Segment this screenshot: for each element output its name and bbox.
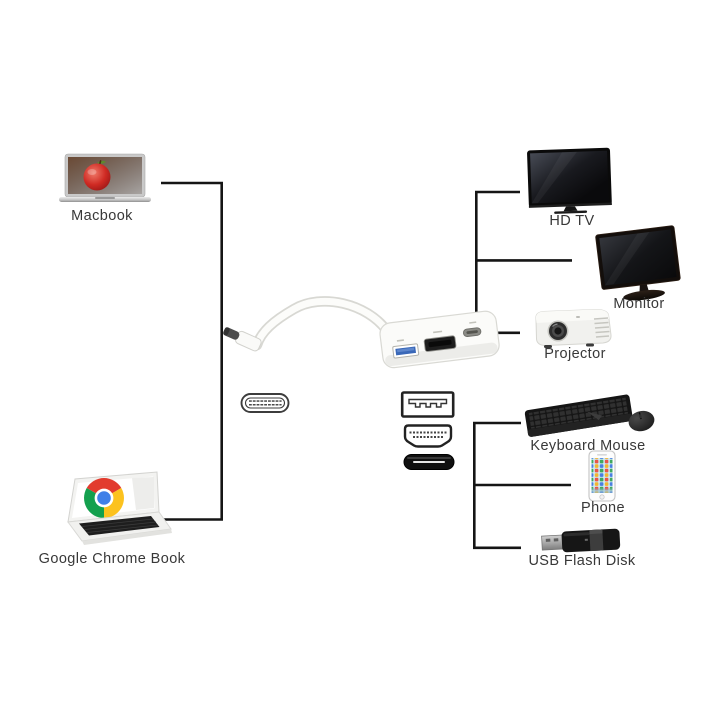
phone-label: Phone <box>581 500 625 516</box>
usb-c-adapter-image <box>215 295 515 380</box>
projector-image <box>524 304 616 352</box>
macbook-image <box>57 150 153 208</box>
hdtv-label: HD TV <box>549 213 595 229</box>
keyboard-mouse-label: Keyboard Mouse <box>530 438 646 454</box>
usb-flash-disk-label: USB Flash Disk <box>528 553 636 569</box>
macbook-label: Macbook <box>71 208 133 224</box>
lower-right-bracket-line <box>473 421 521 550</box>
hdtv-image <box>523 146 617 218</box>
keyboard-mouse-image <box>522 387 658 443</box>
chromebook-image <box>52 466 174 550</box>
adapter-usb-c-port <box>462 327 482 337</box>
usb-c-connector-icon <box>240 392 290 414</box>
usb-c-plug-image <box>223 327 262 352</box>
monitor-label: Monitor <box>613 296 665 312</box>
hdmi-port-icon <box>399 422 457 452</box>
adapter-hdmi-port <box>423 335 457 352</box>
usb-a-port-icon <box>400 390 456 420</box>
projector-label: Projector <box>544 346 606 362</box>
monitor-image <box>593 222 685 304</box>
adapter-usb-a-port <box>392 343 420 359</box>
usb-c-plug-icon <box>402 452 456 472</box>
usb-flash-disk-image <box>538 521 626 561</box>
chromebook-label: Google Chrome Book <box>38 551 186 567</box>
phone-image <box>584 450 620 504</box>
